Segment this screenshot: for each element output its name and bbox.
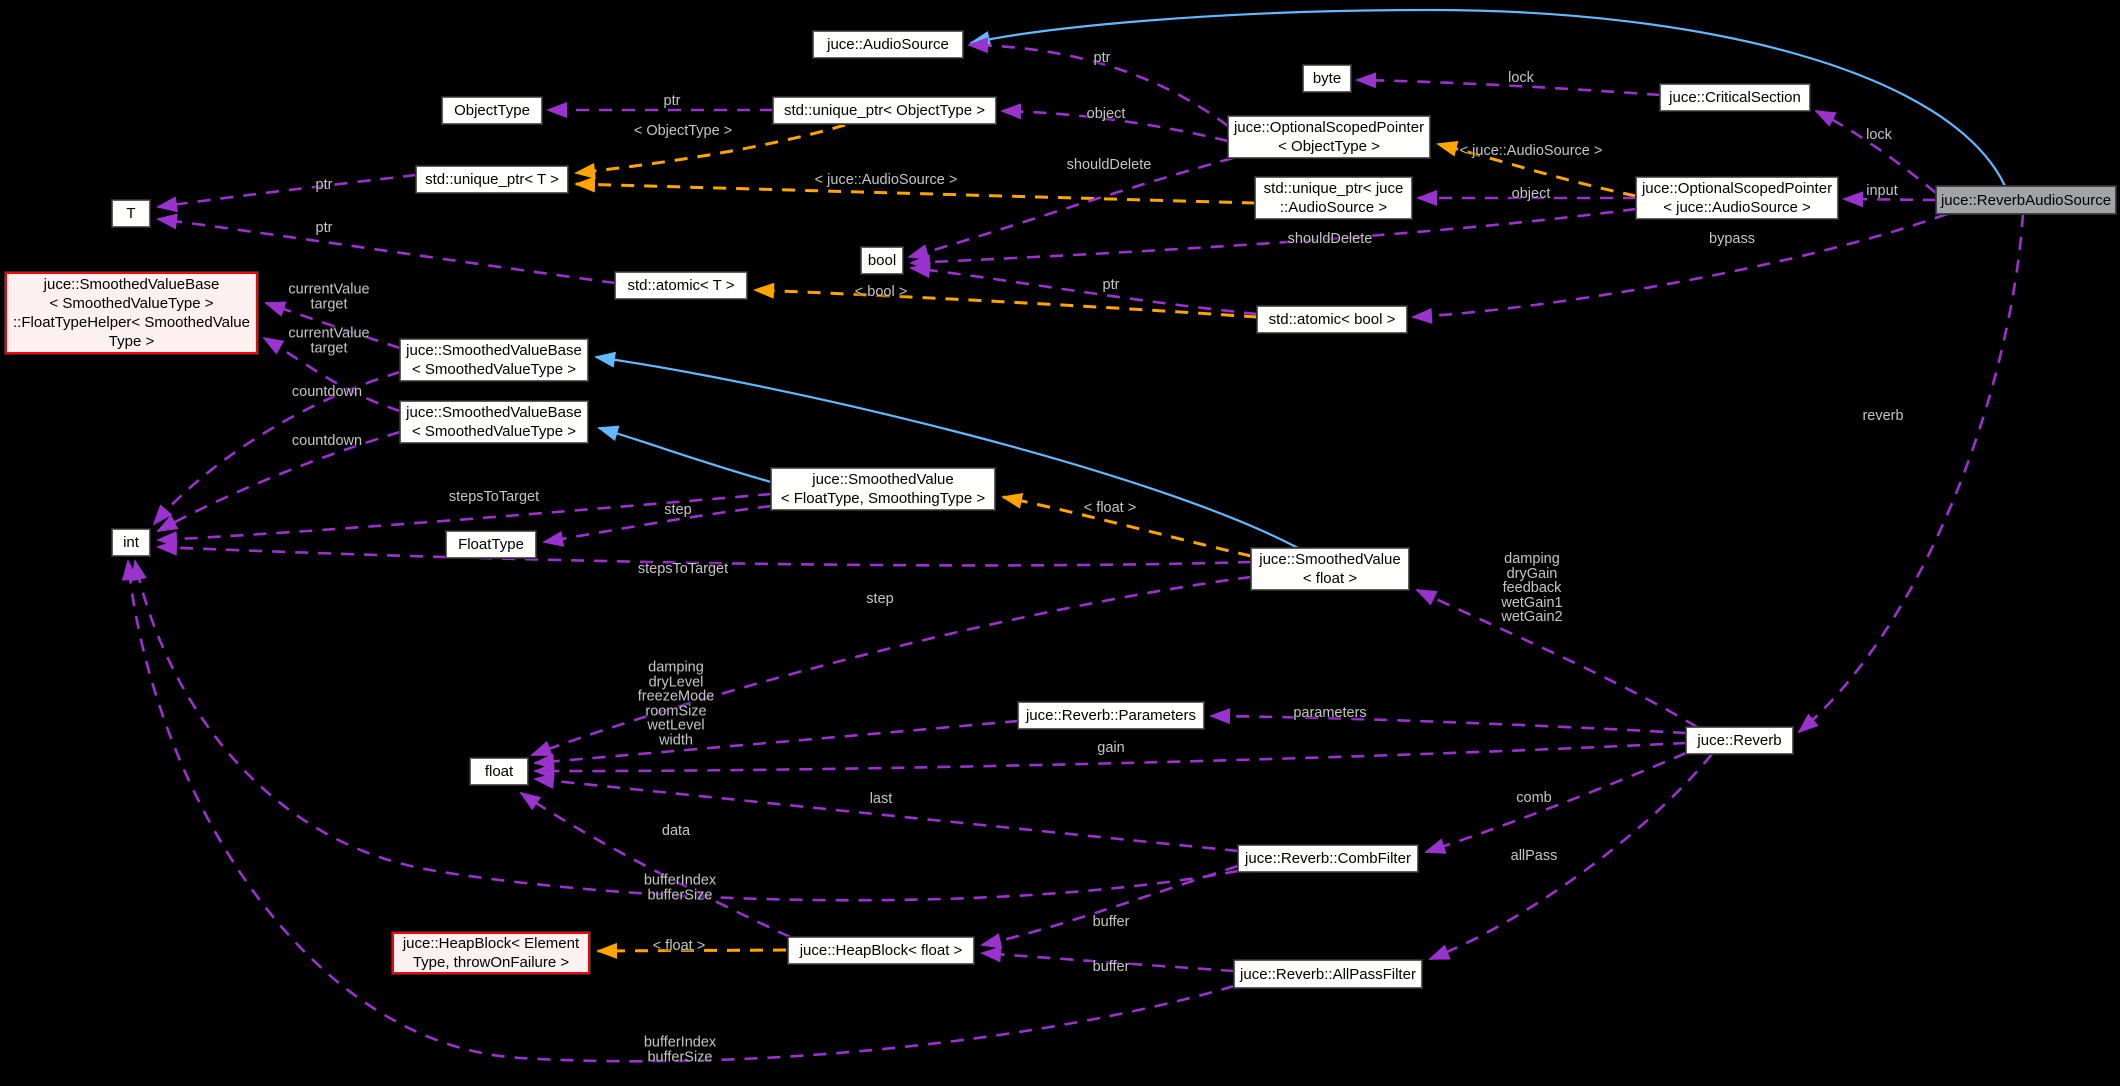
edge-use-allpass bbox=[1428, 753, 1714, 961]
edge-use-reverb bbox=[1797, 213, 2025, 734]
edge-use-last bbox=[533, 772, 1239, 853]
edge-use-buffer-2 bbox=[980, 946, 1235, 973]
edge-tmpl-atomic-bool bbox=[753, 282, 1258, 319]
edge-use-ptr-atomicbool bbox=[909, 262, 1258, 316]
edge-use-lock-cs bbox=[1814, 109, 1937, 195]
node-reverbaudiosource[interactable]: juce::ReverbAudioSource bbox=[1936, 186, 2116, 214]
edge-use-bufferindex-1 bbox=[131, 559, 1239, 902]
node-criticalsection[interactable]: juce::CriticalSection bbox=[1660, 84, 1810, 111]
edge-tmpl-objecttype bbox=[574, 123, 846, 179]
node-uniqueptr-audiosource[interactable]: std::unique_ptr< juce ::AudioSource > bbox=[1255, 177, 1412, 219]
edge-use-countdown-1 bbox=[152, 370, 401, 526]
node-heapblock-float[interactable]: juce::HeapBlock< float > bbox=[788, 937, 974, 964]
node-floattype[interactable]: FloatType bbox=[446, 531, 536, 558]
edge-use-step-1 bbox=[542, 504, 772, 547]
edge-use-countdown-2 bbox=[156, 430, 401, 533]
edge-use-stepstotarget-2 bbox=[156, 539, 1252, 567]
node-osp-audiosource[interactable]: juce::OptionalScopedPointer < juce::Audi… bbox=[1636, 177, 1838, 219]
node-objecttype[interactable]: ObjectType bbox=[442, 97, 542, 124]
edge-use-input bbox=[1842, 191, 1937, 208]
edge-tmpl-osp-as bbox=[1436, 141, 1637, 198]
edge-tmpl-heapblock bbox=[596, 942, 787, 959]
node-int[interactable]: int bbox=[112, 529, 150, 556]
node-parameters[interactable]: juce::Reverb::Parameters bbox=[1018, 702, 1204, 729]
edge-use-object-top bbox=[1000, 103, 1229, 143]
edge-use-damping-params bbox=[533, 719, 1019, 770]
node-uniqueptr-objecttype[interactable]: std::unique_ptr< ObjectType > bbox=[773, 97, 996, 124]
edge-tmpl-uniqueptr-as bbox=[574, 176, 1256, 205]
node-reverb[interactable]: juce::Reverb bbox=[1686, 727, 1793, 754]
edge-use-shoulddelete-1 bbox=[907, 156, 1234, 260]
node-bool[interactable]: bool bbox=[861, 247, 903, 274]
edge-use-currentvalue-2 bbox=[262, 336, 401, 413]
edge-use-bypass bbox=[1411, 212, 1948, 324]
edge-inherit-svb1 bbox=[594, 351, 1299, 549]
edge-use-buffer-1 bbox=[980, 864, 1239, 949]
node-allpassfilter[interactable]: juce::Reverb::AllPassFilter bbox=[1234, 960, 1422, 988]
edge-use-stepstotarget-1 bbox=[156, 492, 772, 548]
node-sv-float[interactable]: juce::SmoothedValue < float > bbox=[1251, 548, 1409, 590]
node-svb2[interactable]: juce::SmoothedValueBase < SmoothedValueT… bbox=[400, 401, 588, 443]
edge-use-damping-sv bbox=[1415, 588, 1698, 729]
node-t[interactable]: T bbox=[112, 200, 150, 227]
edge-use-parameters bbox=[1209, 708, 1687, 735]
node-heapblock-element[interactable]: juce::HeapBlock< Element Type, throwOnFa… bbox=[392, 932, 590, 974]
node-byte[interactable]: byte bbox=[1303, 65, 1351, 92]
edge-tmpl-sv-float bbox=[1001, 493, 1252, 558]
node-uniqueptr-t[interactable]: std::unique_ptr< T > bbox=[416, 166, 568, 193]
node-audiosource[interactable]: juce::AudioSource bbox=[813, 31, 963, 58]
node-atomic-t[interactable]: std::atomic< T > bbox=[615, 272, 747, 299]
node-float[interactable]: float bbox=[470, 758, 528, 785]
edge-use-comb bbox=[1424, 751, 1687, 854]
node-sv-template[interactable]: juce::SmoothedValue < FloatType, Smoothi… bbox=[771, 468, 995, 510]
edge-inherit-audiosource bbox=[969, 8, 2006, 187]
edge-use-ptr-top bbox=[967, 37, 1229, 128]
edge-use-gain bbox=[533, 741, 1687, 780]
edge-use-data bbox=[519, 791, 791, 939]
edge-use-lock-byte bbox=[1355, 72, 1661, 97]
node-atomic-bool[interactable]: std::atomic< bool > bbox=[1257, 306, 1407, 333]
edge-inherit-svb2 bbox=[597, 425, 772, 484]
edge-use-ptr-t2 bbox=[156, 213, 616, 285]
edge-use-currentvalue-1 bbox=[264, 301, 401, 350]
node-combfilter[interactable]: juce::Reverb::CombFilter bbox=[1238, 845, 1418, 872]
node-floattypehelper[interactable]: juce::SmoothedValueBase < SmoothedValueT… bbox=[5, 272, 258, 354]
node-osp-objecttype[interactable]: juce::OptionalScopedPointer < ObjectType… bbox=[1228, 116, 1430, 158]
edge-use-shoulddelete-2 bbox=[909, 207, 1637, 271]
edge-use-ptr-t1 bbox=[156, 173, 417, 213]
edge-use-bufferindex-2 bbox=[121, 559, 1235, 1063]
node-svb1[interactable]: juce::SmoothedValueBase < SmoothedValueT… bbox=[400, 339, 588, 381]
